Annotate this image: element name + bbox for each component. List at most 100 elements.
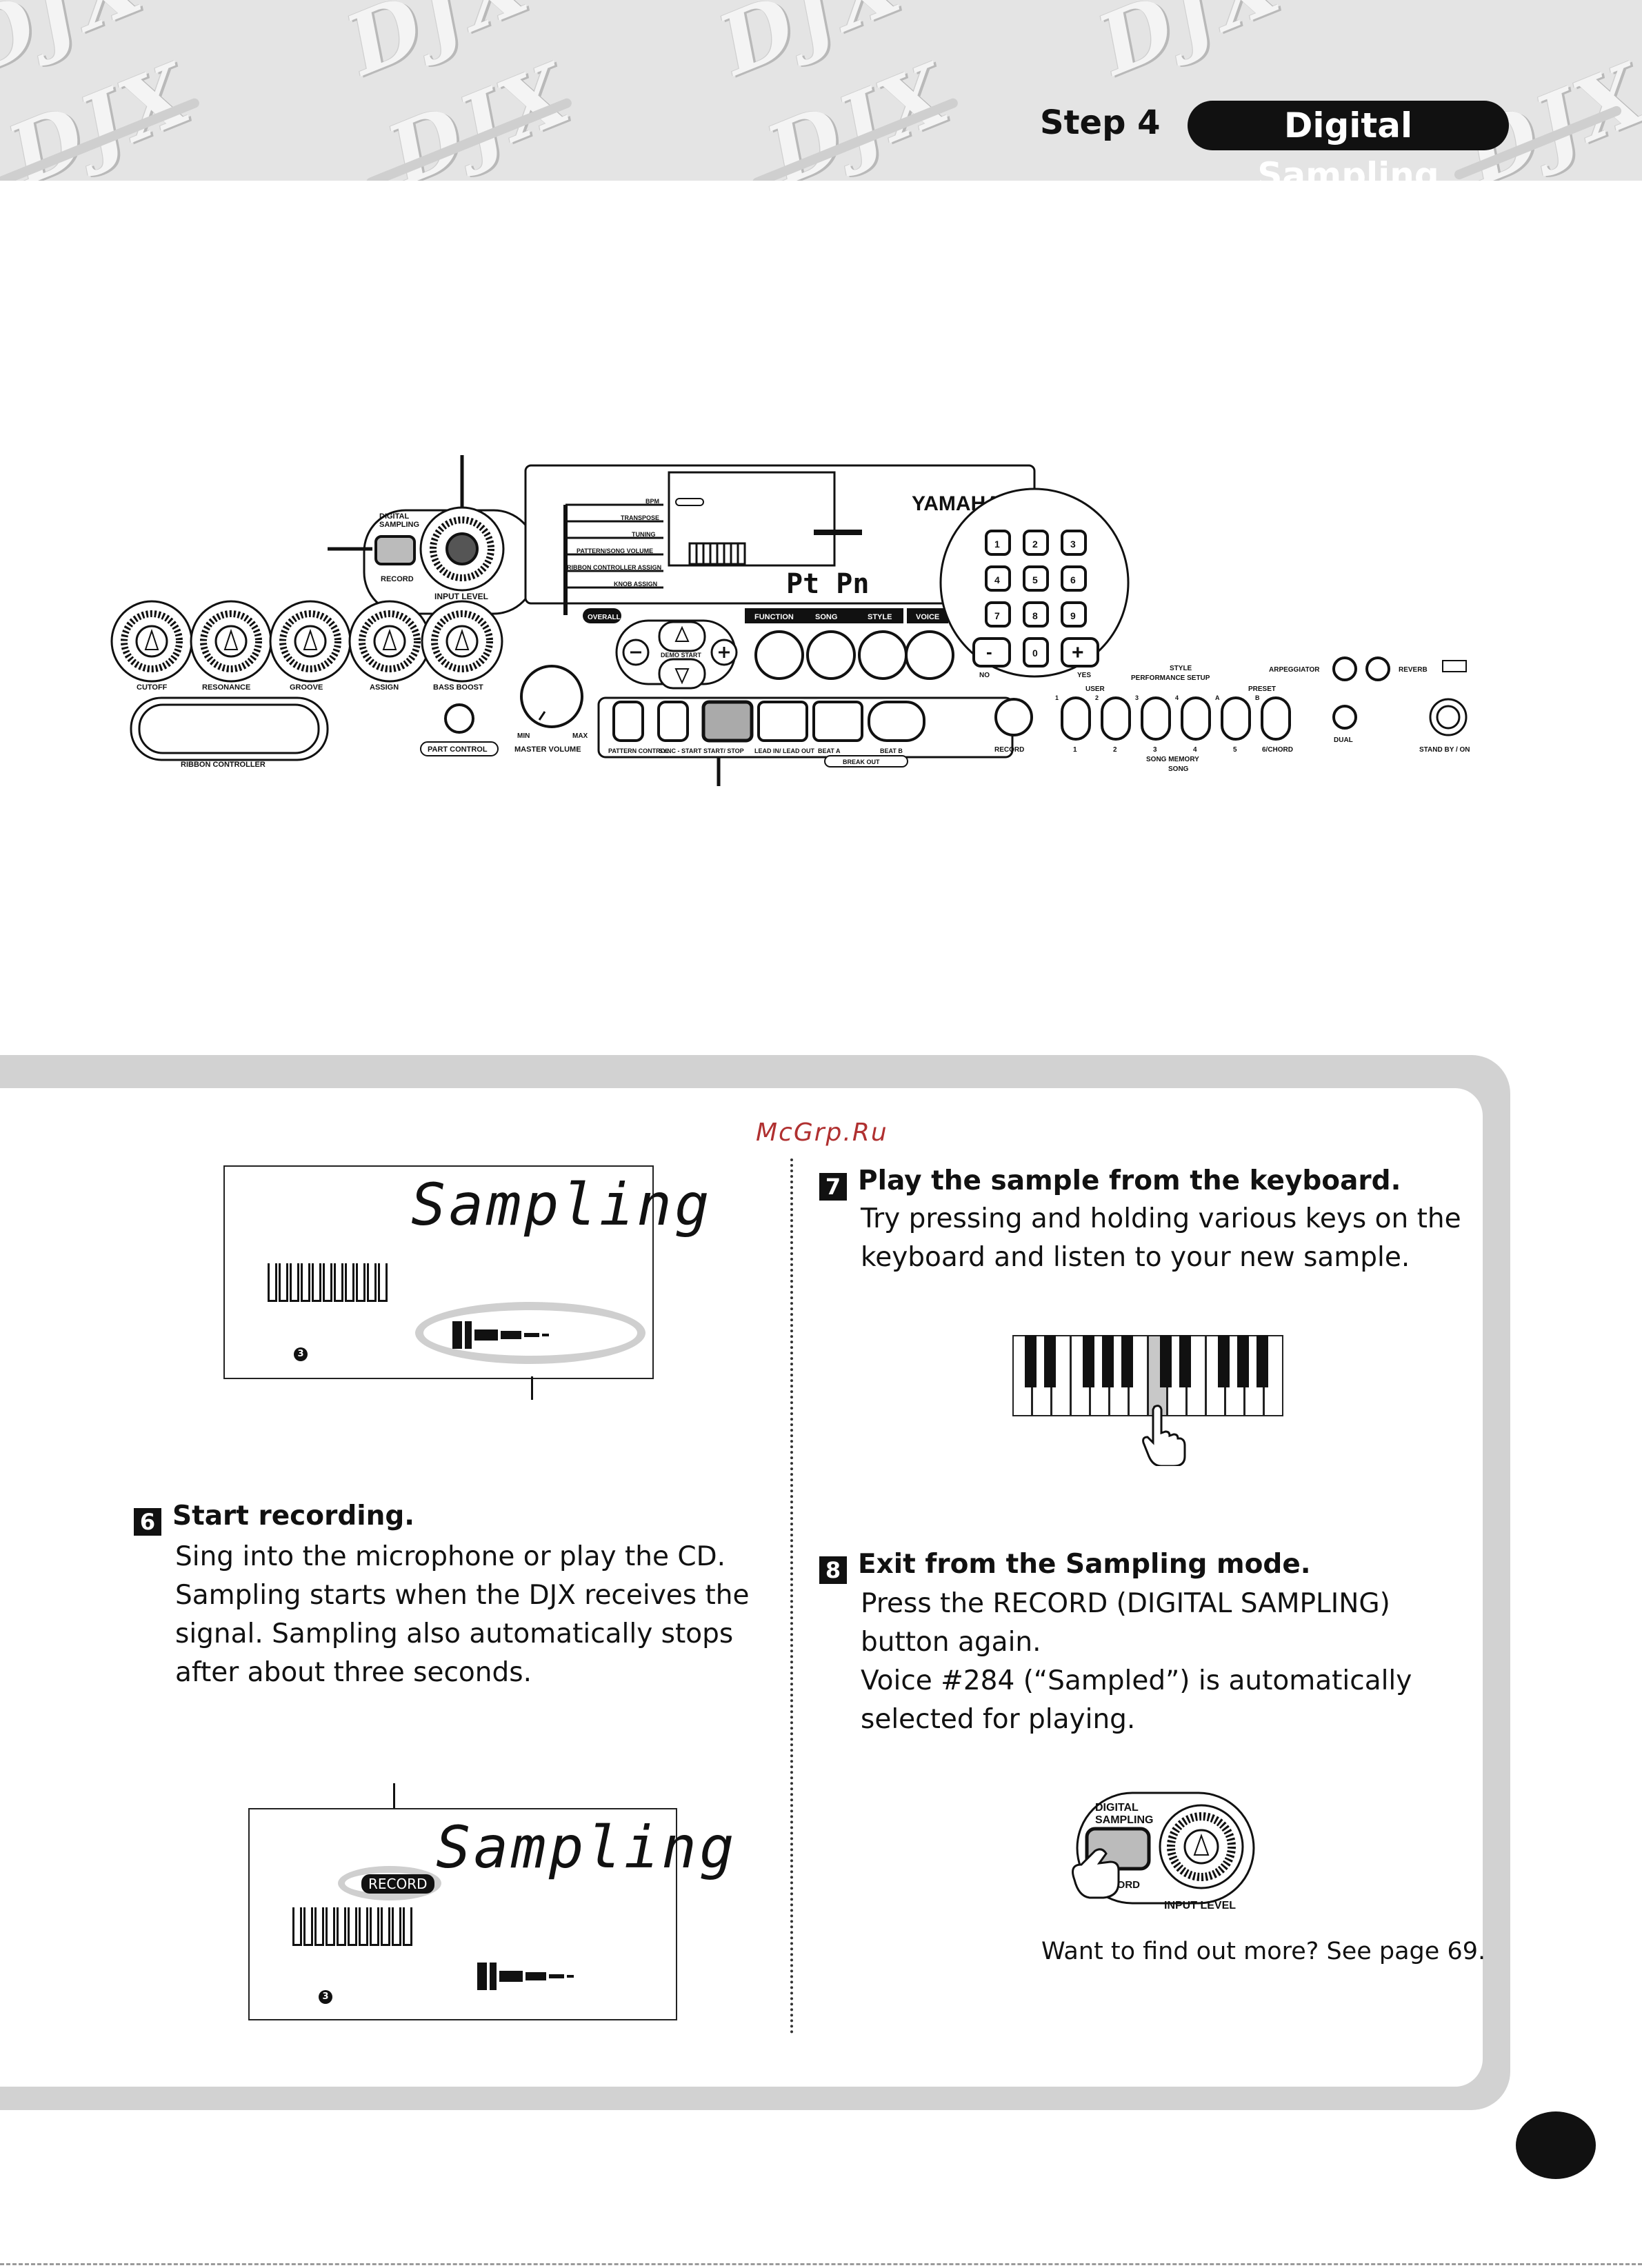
lower-number-2: 2 (1113, 746, 1117, 754)
style-button-5[interactable] (1221, 696, 1251, 741)
dual-button[interactable] (1332, 705, 1357, 730)
numpad-key-5[interactable] (1023, 565, 1049, 592)
pattern-label-beat-a: BEAT A (818, 747, 841, 754)
numpad-label-4: 4 (994, 574, 1000, 585)
lcd-2-highlight-oval (338, 1866, 441, 1900)
voice-button[interactable] (905, 630, 954, 680)
numpad-key-3[interactable] (1061, 530, 1087, 556)
numpad-key-4[interactable] (985, 565, 1011, 592)
style-button-2[interactable] (1101, 696, 1131, 741)
knob-groove[interactable] (269, 600, 352, 683)
step-label: Step 4 (1040, 103, 1161, 142)
song-button[interactable] (806, 630, 856, 680)
numpad-label-2: 2 (1032, 539, 1038, 550)
part-control-frame (420, 741, 499, 756)
up-button[interactable] (658, 621, 706, 652)
input-level-knob[interactable] (445, 532, 479, 565)
record-label: RECORD (381, 575, 414, 583)
ribbon-controller-label: RIBBON CONTROLLER (181, 761, 266, 769)
step-8-body: Press the RECORD (DIGITAL SAMPLING) butt… (861, 1585, 1495, 1739)
overall-label: OVERALL (588, 614, 621, 621)
lcd-display-2: Sampling RECORD 3 (248, 1808, 734, 2020)
sampling-detail-input-level-label: INPUT LEVEL (1164, 1900, 1236, 1911)
numpad-key-2[interactable] (1023, 530, 1049, 556)
numpad-key-6[interactable] (1061, 565, 1087, 592)
numpad-key-9[interactable] (1061, 601, 1087, 628)
numpad-label-5: 5 (1032, 574, 1038, 585)
numpad-key-minus[interactable] (972, 637, 1011, 668)
upper-number-a: A (1215, 694, 1220, 701)
upper-number-2: 2 (1095, 694, 1099, 701)
numpad-key-7[interactable] (985, 601, 1011, 628)
style-button-4[interactable] (1181, 696, 1211, 741)
demo-start-label: DEMO START (661, 652, 701, 659)
step-8-line: selected for playing. (861, 1704, 1136, 1735)
djx-logo-watermark: DJX (1085, 0, 1296, 94)
ribbon-controller[interactable] (138, 703, 320, 754)
style-button-6[interactable] (1261, 696, 1291, 741)
numpad-label-1: 1 (994, 539, 1000, 550)
numpad-label-3: 3 (1070, 539, 1076, 550)
master-volume-knob[interactable] (520, 665, 583, 728)
lcd-1-beat-indicator: 3 (294, 1347, 308, 1361)
pointing-hand-icon (1142, 1405, 1186, 1466)
knob-label-bass-boost: BASS BOOST (433, 683, 483, 692)
knob-cutoff[interactable] (110, 600, 193, 683)
numpad-label-6: 6 (1070, 574, 1076, 585)
numpad (972, 530, 1099, 668)
bottom-rule (0, 2263, 1642, 2268)
song-label: SONG (1168, 765, 1189, 773)
beat-a-button[interactable] (812, 701, 863, 742)
numpad-key-0[interactable] (1023, 637, 1049, 668)
step-6-line: signal. Sampling also automatically stop… (175, 1618, 734, 1649)
style-button-3[interactable] (1141, 696, 1171, 741)
knob-row (110, 600, 503, 683)
sampling-detail-knob[interactable] (1183, 1829, 1219, 1865)
input-level-label: INPUT LEVEL (434, 592, 488, 601)
style-button[interactable] (858, 630, 908, 680)
sampling-detail-label-1: DIGITAL (1095, 1802, 1139, 1814)
mode-button-header (745, 608, 903, 623)
performance-setup-label: PERFORMANCE SETUP (1131, 674, 1210, 682)
beat-b-button[interactable] (868, 701, 925, 742)
sync-start-button[interactable] (657, 701, 689, 742)
lower-number-1: 1 (1073, 746, 1077, 754)
max-label: MAX (572, 732, 588, 740)
numpad-key-plus[interactable] (1061, 637, 1099, 668)
part-control-button[interactable] (444, 703, 474, 734)
callout-line (531, 1376, 533, 1400)
lcd-2-level-meter (477, 1963, 577, 1990)
function-button[interactable] (754, 630, 804, 680)
style-button-1[interactable] (1061, 696, 1091, 741)
more-info-text: Want to find out more? See page 69. (1041, 1938, 1486, 1965)
knob-bass-boost[interactable] (421, 600, 503, 683)
knob-assign[interactable] (348, 600, 431, 683)
step-6-body: Sing into the microphone or play the CD.… (175, 1538, 768, 1692)
record-button-icon[interactable] (374, 535, 416, 565)
digital-sampling-label: DIGITAL (379, 512, 409, 521)
reverb-button[interactable] (1365, 656, 1390, 681)
lcd-1-keyboard-icon (268, 1263, 389, 1302)
page-number-bubble (1516, 2111, 1596, 2179)
pattern-control-button[interactable] (612, 701, 644, 742)
panel-lcd (668, 471, 836, 567)
panel-lcd-text: Pt Pn (786, 568, 869, 600)
arpeggiator-button[interactable] (1332, 656, 1357, 681)
song-record-button[interactable] (994, 698, 1033, 736)
numpad-key-8[interactable] (1023, 601, 1049, 628)
knob-resonance[interactable] (190, 600, 272, 683)
step-7-line: keyboard and listen to your new sample. (861, 1242, 1410, 1273)
lead-in-out-button[interactable] (757, 701, 808, 742)
lower-number-4: 4 (1193, 746, 1197, 754)
menu-knob-assign: KNOB ASSIGN (614, 581, 657, 588)
down-button[interactable] (658, 658, 706, 690)
numpad-key-1[interactable] (985, 530, 1011, 556)
knob-label-cutoff: CUTOFF (137, 683, 168, 692)
step-8-line: Voice #284 (“Sampled”) is automatically (861, 1665, 1412, 1696)
step-7-title: Play the sample from the keyboard. (858, 1165, 1401, 1196)
start-stop-button[interactable] (701, 700, 754, 743)
sampling-button-detail: DIGITAL SAMPLING RECORD INPUT LEVEL (1072, 1792, 1255, 1911)
menu-bpm: BPM (645, 498, 659, 505)
